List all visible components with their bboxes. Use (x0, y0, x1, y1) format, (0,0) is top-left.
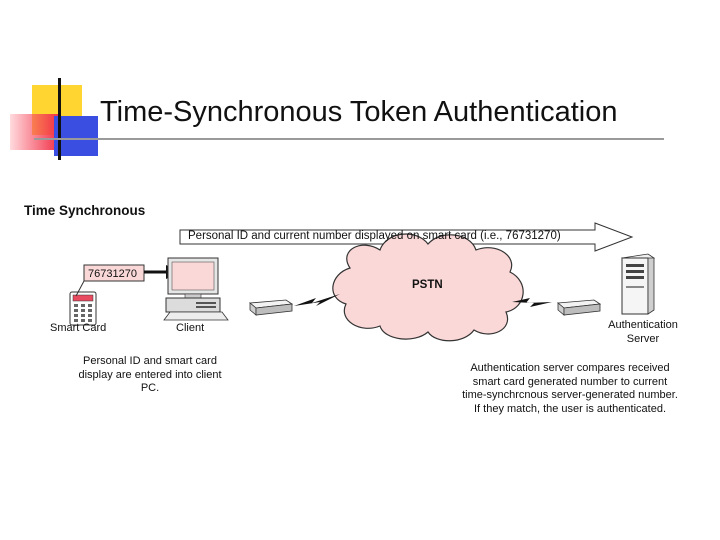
pstn-label: PSTN (412, 279, 443, 291)
decor-vertical-line (58, 78, 61, 160)
server-modem-icon (556, 299, 602, 316)
card-number: 76731270 (88, 268, 137, 280)
pstn-cloud-icon (332, 233, 524, 342)
smart-card-icon (69, 291, 97, 326)
server-note: Authentication server compares received … (462, 362, 678, 415)
decor-blue-square (54, 116, 98, 156)
arrow-label: Personal ID and current number displayed… (188, 230, 561, 242)
auth-server-label: Authentication Server (608, 319, 678, 345)
diagram-subtitle: Time Synchronous (24, 203, 146, 218)
lightning-right-icon (512, 298, 552, 307)
lightning-left-icon (294, 294, 340, 306)
title-underline (34, 138, 664, 140)
client-modem-icon (248, 299, 294, 316)
decor-red-square (10, 114, 58, 150)
authentication-server-icon (620, 253, 656, 315)
client-pc-icon (163, 257, 229, 321)
client-label: Client (176, 322, 205, 334)
client-note: Personal ID and smart card display are e… (78, 355, 222, 394)
slide-title: Time-Synchronous Token Authentication (100, 96, 618, 128)
smart-card-label: Smart Card (50, 322, 107, 334)
